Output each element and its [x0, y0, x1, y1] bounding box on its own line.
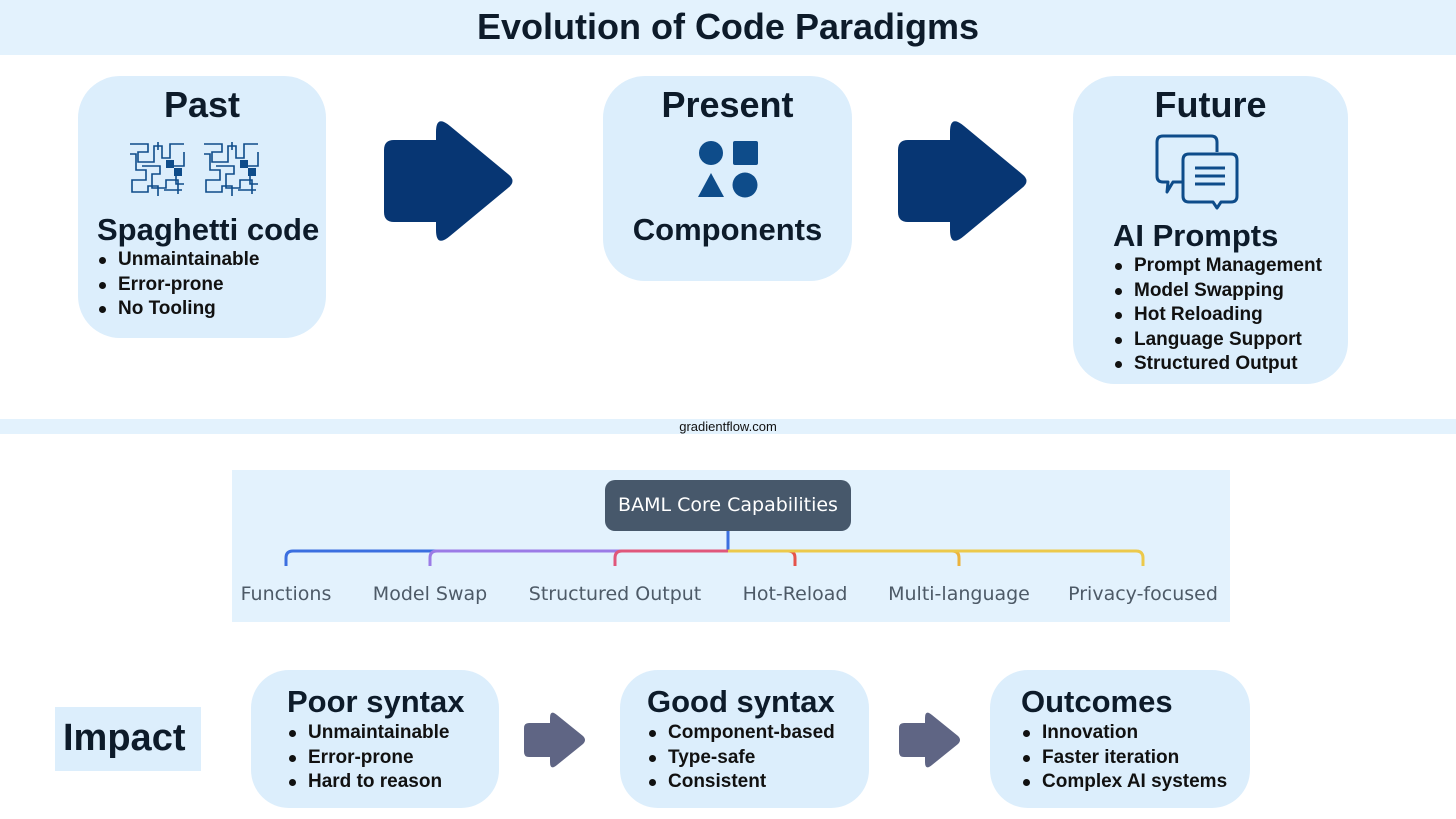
list-item: Type-safe — [647, 746, 835, 771]
shapes-icon — [698, 141, 758, 198]
baml-branch-model-swap: Model Swap — [372, 583, 488, 605]
arrow-right-icon — [524, 712, 585, 768]
list-item: Unmaintainable — [287, 721, 449, 746]
list-item: Component-based — [647, 721, 835, 746]
arrow-right-icon — [899, 712, 960, 768]
impact-card-bullets: Innovation Faster iteration Complex AI s… — [1021, 721, 1227, 795]
title-band — [0, 0, 1456, 55]
baml-branch-multi-language: Multi-language — [888, 583, 1030, 605]
list-item: Complex AI systems — [1021, 770, 1227, 795]
list-item: Consistent — [647, 770, 835, 795]
list-item: Error-prone — [287, 746, 449, 771]
chat-bubbles-icon — [1155, 134, 1239, 210]
stage-heading: Present — [661, 84, 794, 125]
source-credit: gradientflow.com — [679, 419, 777, 434]
page-title: Evolution of Code Paradigms — [476, 6, 980, 47]
stage-card-past: Past Spaghetti code Unmaintainable Error… — [78, 76, 326, 338]
stage-heading: Past — [163, 84, 241, 125]
list-item: Innovation — [1021, 721, 1227, 746]
baml-branch-privacy-focused: Privacy-focused — [1068, 583, 1218, 605]
impact-card-heading: Outcomes — [1021, 684, 1173, 719]
maze-icon — [130, 142, 259, 196]
divider-band — [0, 419, 1456, 434]
list-item: Faster iteration — [1021, 746, 1227, 771]
stage-heading: Future — [1154, 84, 1267, 125]
baml-branch-hot-reload: Hot-Reload — [742, 583, 848, 605]
impact-label: Impact — [63, 717, 186, 759]
baml-root-node: BAML Core Capabilities — [605, 480, 851, 531]
list-item: No Tooling — [97, 297, 259, 322]
stage-card-present: Present Components — [603, 76, 852, 281]
impact-card-good-syntax: Good syntax Component-based Type-safe Co… — [620, 670, 869, 808]
list-item: Unmaintainable — [97, 248, 259, 273]
list-item: Language Support — [1113, 328, 1322, 353]
stage-card-future: Future AI Prompts Prompt Management Mode… — [1073, 76, 1348, 384]
list-item: Hot Reloading — [1113, 303, 1322, 328]
arrow-right-icon — [898, 121, 1027, 241]
list-item: Error-prone — [97, 273, 259, 298]
list-item: Model Swapping — [1113, 279, 1322, 304]
impact-card-heading: Good syntax — [647, 684, 835, 719]
list-item: Prompt Management — [1113, 254, 1322, 279]
baml-branch-functions: Functions — [240, 583, 332, 605]
impact-card-bullets: Unmaintainable Error-prone Hard to reaso… — [287, 721, 449, 795]
impact-card-poor-syntax: Poor syntax Unmaintainable Error-prone H… — [251, 670, 499, 808]
baml-branch-structured-output: Structured Output — [528, 583, 702, 605]
impact-card-outcomes: Outcomes Innovation Faster iteration Com… — [990, 670, 1250, 808]
impact-label-box — [55, 707, 201, 771]
list-item: Hard to reason — [287, 770, 449, 795]
impact-card-heading: Poor syntax — [287, 684, 465, 719]
arrow-right-icon — [384, 121, 513, 241]
stage-bullets: Unmaintainable Error-prone No Tooling — [97, 248, 259, 322]
list-item: Structured Output — [1113, 352, 1322, 377]
stage-subhead: Spaghetti code — [97, 212, 320, 247]
stage-subhead: Components — [632, 212, 823, 247]
stage-subhead: AI Prompts — [1113, 218, 1279, 253]
impact-card-bullets: Component-based Type-safe Consistent — [647, 721, 835, 795]
stage-bullets: Prompt Management Model Swapping Hot Rel… — [1113, 254, 1322, 377]
